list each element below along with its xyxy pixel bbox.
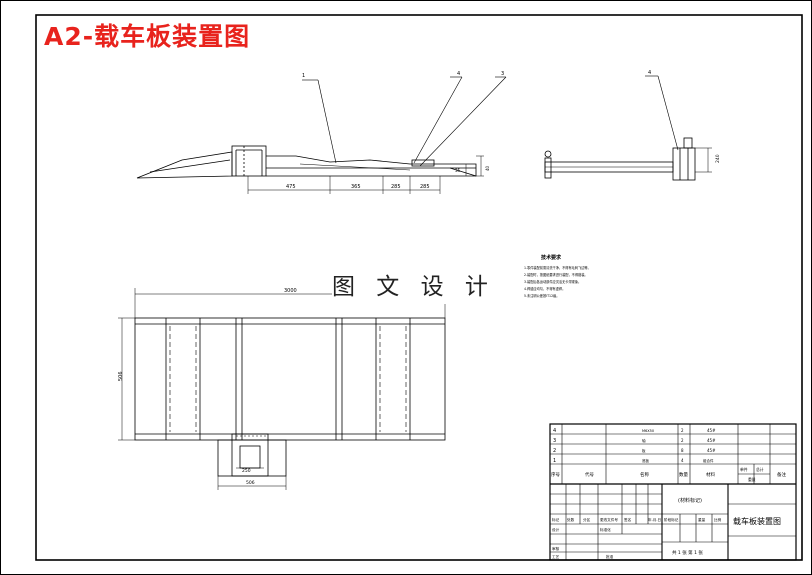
bom-row-material: 45# (707, 438, 716, 443)
notes-title: 技术要求 (541, 254, 562, 261)
bom-header-weight: 重量 (748, 477, 756, 482)
plan-width-dim: 506 (118, 371, 124, 381)
revision-labels: 标记 处数 分区 更改文件号 签名 年.月.日 (552, 517, 661, 522)
bom-header-note: 备注 (777, 471, 786, 478)
plan-dim-506: 506 (246, 480, 255, 486)
stage-labels: 阶段标记 重量 比例 (664, 517, 722, 522)
bom-header-total-weight: 总计 (756, 467, 764, 472)
drawing-frame (35, 14, 803, 561)
bom-row-material: 45# (707, 448, 716, 453)
bom-row: 2 板 8 45# (553, 448, 716, 454)
note-line: 3.装配后各运动部件应灵活无卡滞现象。 (524, 279, 581, 284)
stage-label: 阶段标记 (664, 517, 679, 522)
role-label: 审核 (552, 546, 560, 551)
bom-row-qty: 2 (681, 438, 684, 443)
title-block-sheet-info: 共 1 张 第 1 张 (672, 549, 703, 556)
side-height-dim: 240 (715, 154, 721, 163)
stage-label: 比例 (714, 517, 722, 522)
rev-label: 处数 (567, 517, 575, 522)
rev-label: 分区 (583, 517, 591, 522)
bom-row-no: 2 (553, 448, 556, 454)
plan-outline (134, 317, 446, 441)
plan-dim-250: 250 (242, 468, 251, 474)
front-dim-285b: 285 (420, 184, 430, 190)
front-hitch-block (231, 145, 267, 177)
bom-row-qty: 8 (681, 448, 684, 453)
bom-row-no: 3 (553, 438, 556, 444)
title-block-drawing-title: 载车板装置图 (733, 516, 781, 526)
bom-header-material: 材料 (706, 471, 715, 478)
bom-row-no: 4 (553, 428, 556, 434)
note-line: 4.焊缝应均匀，不得有虚焊。 (524, 286, 565, 291)
bom-row-name: 底板 (642, 458, 650, 463)
notes-lines: 1.零件装配前需清洗干净，不得有毛刺飞边等。 2.装配时，按图纸要求进行装配，不… (524, 265, 591, 298)
plan-length-dim: 3000 (284, 288, 297, 294)
front-balloon-4: 4 (457, 71, 460, 77)
front-dim-285a: 285 (391, 184, 401, 190)
front-dimension-chain (247, 155, 484, 194)
bom-table-grid (549, 423, 797, 561)
rev-label: 标记 (552, 517, 560, 522)
rev-label: 签名 (624, 517, 632, 522)
rev-label: 更改文件号 (600, 517, 618, 522)
bom-rows: 4 M6X50 2 45# 3 轴 2 45# 2 板 8 45# 1 底板 4… (553, 428, 716, 464)
bom-header-code: 代号 (585, 471, 594, 478)
bom-row: 1 底板 4 组合件 (553, 458, 714, 464)
bom-header-name: 名称 (640, 471, 649, 478)
bom-row-no: 1 (553, 458, 556, 464)
role-label: 工艺 (552, 554, 560, 559)
watermark-text: 图 文 设 计 (332, 270, 488, 304)
bom-row-material: 45# (707, 428, 716, 433)
front-height-dim-40: 40 (485, 165, 490, 171)
role-label: 标准化 (600, 527, 611, 532)
note-line: 1.零件装配前需清洗干净，不得有毛刺飞边等。 (524, 265, 591, 270)
bom-header-qty: 数量 (679, 471, 688, 478)
bom-header: 序号 代号 名称 数量 材料 单件 总计 重量 备注 (551, 467, 786, 482)
note-line: 2.装配时，按图纸要求进行装配，不得错装。 (524, 272, 588, 277)
bom-row-qty: 2 (681, 428, 684, 433)
front-dim-475: 475 (286, 184, 296, 190)
front-deck-outline (266, 155, 477, 177)
role-label: 设计 (552, 527, 560, 532)
bom-row-name: 板 (642, 448, 646, 453)
bom-row-name: M6X50 (642, 429, 654, 433)
bom-row-name: 轴 (642, 438, 646, 443)
sheet-title: A2-载车板装置图 (44, 22, 251, 51)
plan-hitch (217, 439, 287, 477)
rev-label: 年.月.日 (648, 517, 661, 522)
note-line: 5.未注明公差按IT12级。 (524, 293, 559, 298)
side-balloon-4: 4 (648, 70, 651, 76)
bom-header-unit-weight: 单件 (740, 467, 748, 472)
bom-row: 3 轴 2 45# (553, 438, 716, 444)
side-post (672, 147, 696, 181)
front-balloon-1: 1 (302, 73, 305, 79)
front-dim-365: 365 (351, 184, 361, 190)
front-view (136, 76, 507, 194)
bom-row-qty: 4 (681, 458, 684, 463)
stage-label: 重量 (698, 517, 706, 522)
front-height-dim-35: 35 (455, 168, 461, 173)
bom-header-no: 序号 (551, 471, 560, 478)
side-view (544, 75, 712, 181)
role-label: 批准 (606, 554, 614, 559)
title-block-company: (材料标记) (678, 497, 702, 504)
plan-view (118, 288, 446, 490)
front-ramp-outline (136, 151, 233, 179)
front-balloon-3: 3 (501, 71, 504, 77)
bom-row-material: 组合件 (703, 458, 714, 463)
front-leader-lines (302, 76, 507, 167)
bom-row: 4 M6X50 2 45# (553, 428, 716, 434)
role-labels: 设计 审核 工艺 标准化 批准 (552, 527, 614, 559)
